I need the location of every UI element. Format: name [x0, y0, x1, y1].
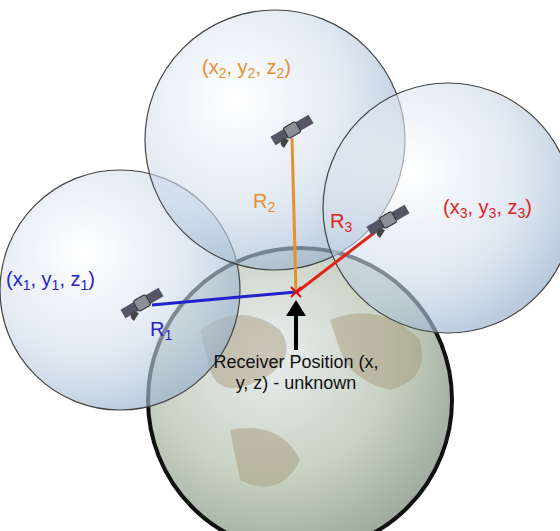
range-label: R1 — [150, 318, 172, 341]
satellite — [120, 288, 163, 321]
range-line — [292, 138, 296, 292]
pointer-arrowhead — [286, 300, 306, 316]
range-label: R3 — [330, 210, 352, 233]
range-line — [152, 292, 296, 305]
coordinate-label: (x1, y1, z1) — [6, 268, 95, 291]
satellite — [366, 205, 409, 238]
range-label: R2 — [253, 190, 275, 213]
satellite — [270, 115, 313, 148]
receiver-mark — [291, 287, 301, 297]
pointer-arrow — [294, 312, 298, 350]
coordinate-label: (x3, y3, z3) — [443, 196, 532, 219]
receiver-label: Receiver Position (x, y, z) - unknown — [211, 352, 381, 393]
range-line — [297, 226, 383, 292]
range-sphere — [323, 83, 560, 333]
coordinate-label: (x2, y2, z2) — [202, 56, 291, 79]
